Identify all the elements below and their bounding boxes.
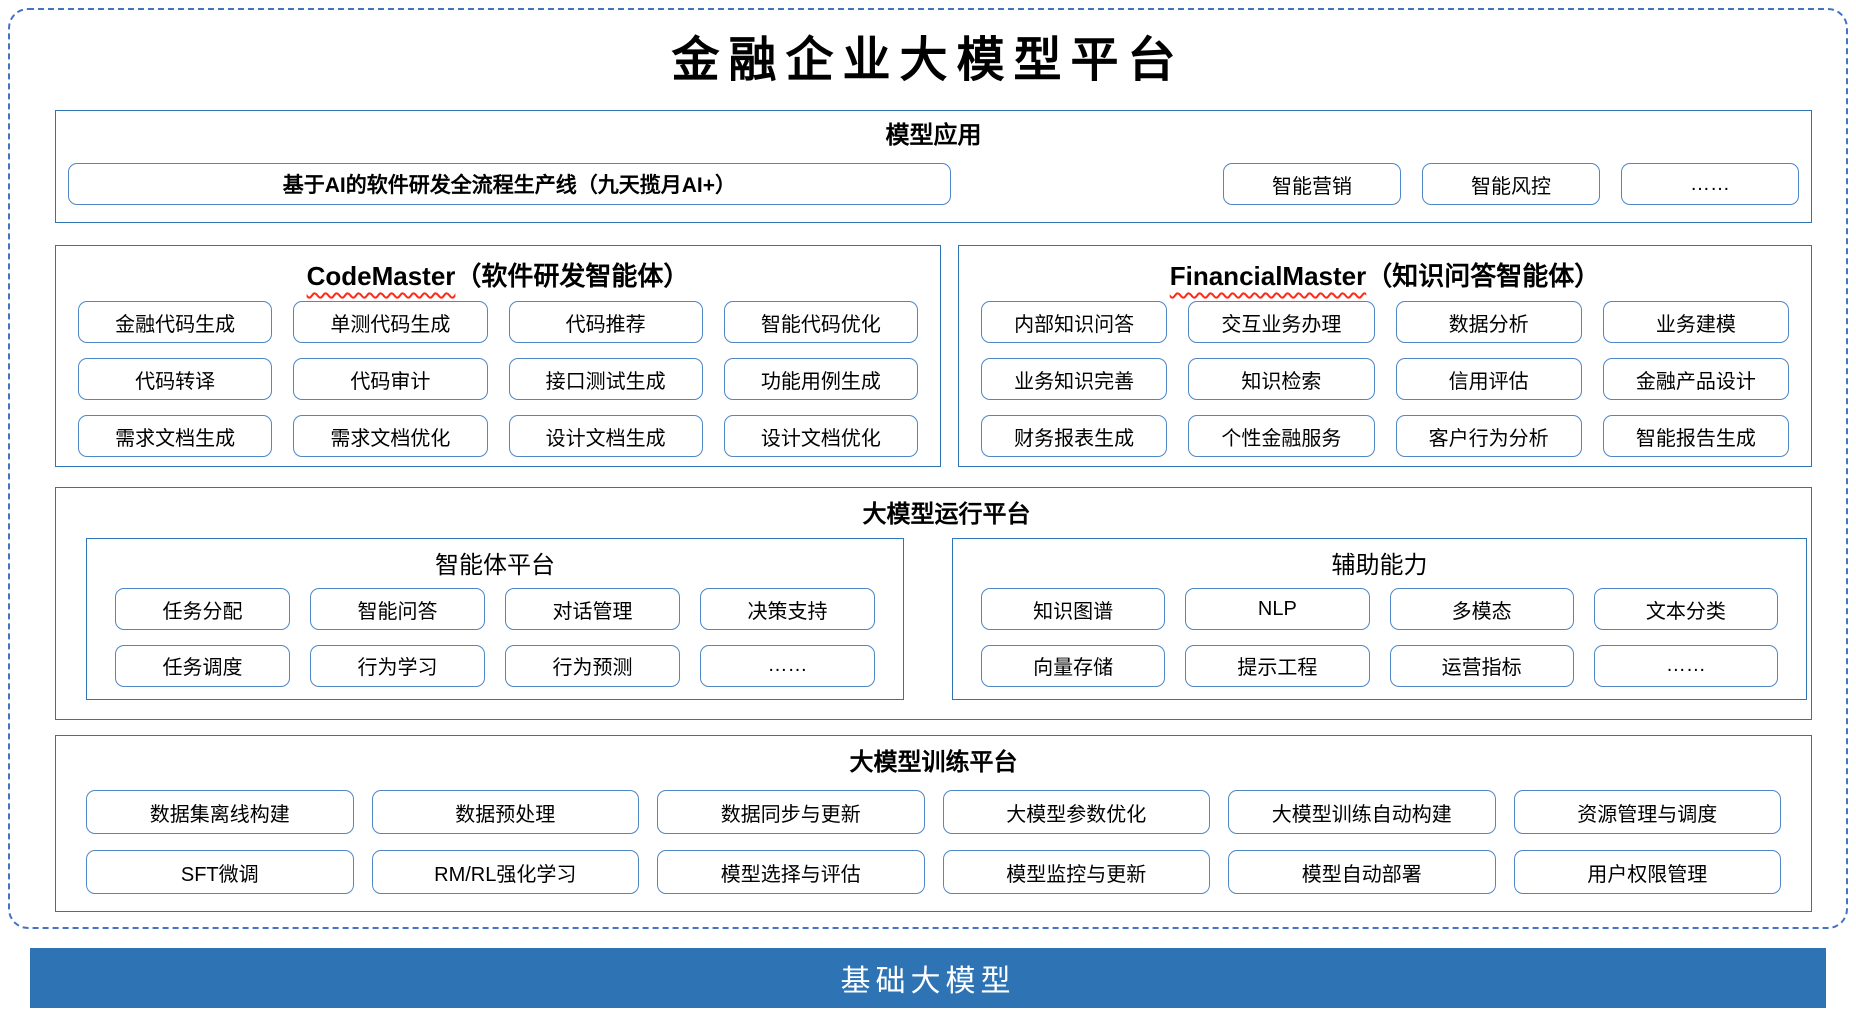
capability-box: 资源管理与调度 xyxy=(1513,790,1781,834)
capability-box: 数据预处理 xyxy=(371,790,639,834)
capability-box: 大模型参数优化 xyxy=(942,790,1210,834)
capability-box: 行为学习 xyxy=(310,644,485,687)
agent-platform-box: 智能体平台 任务分配 智能问答 对话管理 决策支持 任务调度 行为学习 行为预测… xyxy=(86,538,904,700)
runtime-title: 大模型运行平台 xyxy=(862,501,1031,528)
section-financialmaster: FinancialMaster（知识问答智能体） 内部知识问答 交互业务办理 数… xyxy=(958,245,1812,467)
capability-box: 数据同步与更新 xyxy=(657,790,925,834)
capability-box: 客户行为分析 xyxy=(1395,415,1582,457)
section-runtime-platform: 大模型运行平台 智能体平台 任务分配 智能问答 对话管理 决策支持 任务调度 行… xyxy=(55,487,1812,720)
capability-box-ellipsis: …… xyxy=(1593,644,1778,687)
capability-box: 代码转译 xyxy=(78,358,273,400)
capability-box: NLP xyxy=(1185,588,1370,630)
outer-dashed-border xyxy=(8,8,1848,929)
capability-box: 多模态 xyxy=(1389,588,1574,630)
section-training-platform: 大模型训练平台 数据集离线构建 数据预处理 数据同步与更新 大模型参数优化 大模… xyxy=(55,735,1812,912)
section-model-applications-title: 模型应用 xyxy=(885,122,982,149)
capability-box: 决策支持 xyxy=(700,588,875,630)
capability-box: 代码审计 xyxy=(293,358,488,400)
aux-capabilities-title: 辅助能力 xyxy=(1331,552,1428,579)
training-grid: 数据集离线构建 数据预处理 数据同步与更新 大模型参数优化 大模型训练自动构建 … xyxy=(86,790,1781,894)
capability-box: 知识检索 xyxy=(1188,358,1375,400)
capability-box: 文本分类 xyxy=(1593,588,1778,630)
capability-box: 业务建模 xyxy=(1602,301,1789,343)
capability-box: 功能用例生成 xyxy=(723,358,918,400)
capability-box: 个性金融服务 xyxy=(1188,415,1375,457)
capability-box: 内部知识问答 xyxy=(981,301,1168,343)
app-pipeline-box: 基于AI的软件研发全流程生产线（九天揽月AI+） xyxy=(68,163,951,205)
spacer xyxy=(972,163,1202,205)
capability-box: 智能代码优化 xyxy=(723,301,918,343)
financialmaster-name: FinancialMaster xyxy=(1169,261,1367,291)
capability-box: 模型监控与更新 xyxy=(942,850,1210,894)
capability-box: 金融产品设计 xyxy=(1602,358,1789,400)
capability-box: 任务调度 xyxy=(115,644,290,687)
capability-box: 智能问答 xyxy=(310,588,485,630)
agent-platform-grid: 任务分配 智能问答 对话管理 决策支持 任务调度 行为学习 行为预测 …… xyxy=(115,588,875,699)
financialmaster-grid: 内部知识问答 交互业务办理 数据分析 业务建模 业务知识完善 知识检索 信用评估… xyxy=(981,301,1789,469)
capability-box: SFT微调 xyxy=(86,850,354,894)
codemaster-name: CodeMaster xyxy=(306,261,456,291)
capability-box: 业务知识完善 xyxy=(981,358,1168,400)
capability-box: 向量存储 xyxy=(981,644,1166,687)
capability-box: 数据集离线构建 xyxy=(86,790,354,834)
capability-box: 行为预测 xyxy=(505,644,680,687)
capability-box: 交互业务办理 xyxy=(1188,301,1375,343)
capability-box: 用户权限管理 xyxy=(1513,850,1781,894)
financialmaster-suffix: （知识问答智能体） xyxy=(1366,261,1601,291)
capability-box: RM/RL强化学习 xyxy=(371,850,639,894)
capability-box: 知识图谱 xyxy=(981,588,1166,630)
aux-capabilities-box: 辅助能力 知识图谱 NLP 多模态 文本分类 向量存储 提示工程 运营指标 …… xyxy=(952,538,1807,700)
capability-box: 智能报告生成 xyxy=(1602,415,1789,457)
training-title: 大模型训练平台 xyxy=(849,749,1018,776)
capability-box: 模型选择与评估 xyxy=(657,850,925,894)
runtime-inner-row: 智能体平台 任务分配 智能问答 对话管理 决策支持 任务调度 行为学习 行为预测… xyxy=(86,538,1807,700)
capability-box: 金融代码生成 xyxy=(78,301,273,343)
page-title: 金融企业大模型平台 xyxy=(671,32,1185,88)
capability-box: 单测代码生成 xyxy=(293,301,488,343)
codemaster-title: CodeMaster（软件研发智能体） xyxy=(78,256,918,293)
capability-box: 设计文档生成 xyxy=(508,415,703,457)
agents-row: CodeMaster（软件研发智能体） 金融代码生成 单测代码生成 代码推荐 智… xyxy=(55,245,1812,467)
capability-box: 需求文档生成 xyxy=(78,415,273,457)
app-box: 智能风控 xyxy=(1422,163,1600,205)
capability-box: 接口测试生成 xyxy=(508,358,703,400)
model-applications-row: 基于AI的软件研发全流程生产线（九天揽月AI+） 智能营销 智能风控 …… xyxy=(68,163,1799,205)
capability-box: 模型自动部署 xyxy=(1228,850,1496,894)
codemaster-grid: 金融代码生成 单测代码生成 代码推荐 智能代码优化 代码转译 代码审计 接口测试… xyxy=(78,301,918,469)
capability-box: 需求文档优化 xyxy=(293,415,488,457)
capability-box: 设计文档优化 xyxy=(723,415,918,457)
agent-platform-title: 智能体平台 xyxy=(435,552,555,579)
capability-box: 大模型训练自动构建 xyxy=(1228,790,1496,834)
section-codemaster: CodeMaster（软件研发智能体） 金融代码生成 单测代码生成 代码推荐 智… xyxy=(55,245,941,467)
capability-box: 任务分配 xyxy=(115,588,290,630)
capability-box: 数据分析 xyxy=(1395,301,1582,343)
codemaster-suffix: （软件研发智能体） xyxy=(455,261,690,291)
base-model-bar: 基础大模型 xyxy=(30,948,1826,1008)
app-box-ellipsis: …… xyxy=(1621,163,1799,205)
financialmaster-title: FinancialMaster（知识问答智能体） xyxy=(981,256,1789,293)
capability-box: 提示工程 xyxy=(1185,644,1370,687)
capability-box: 信用评估 xyxy=(1395,358,1582,400)
capability-box: 对话管理 xyxy=(505,588,680,630)
capability-box: 财务报表生成 xyxy=(981,415,1168,457)
section-model-applications: 模型应用 基于AI的软件研发全流程生产线（九天揽月AI+） 智能营销 智能风控 … xyxy=(55,110,1812,223)
app-box: 智能营销 xyxy=(1223,163,1401,205)
aux-capabilities-grid: 知识图谱 NLP 多模态 文本分类 向量存储 提示工程 运营指标 …… xyxy=(981,588,1778,699)
capability-box: 代码推荐 xyxy=(508,301,703,343)
capability-box-ellipsis: …… xyxy=(700,644,875,687)
capability-box: 运营指标 xyxy=(1389,644,1574,687)
